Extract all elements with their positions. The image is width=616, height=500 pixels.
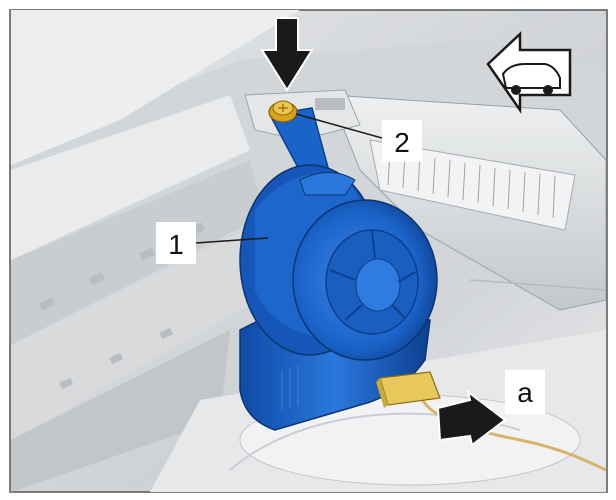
down-arrow-icon (260, 17, 314, 92)
callout-leaders (194, 113, 383, 244)
alarm-horn-component (239, 164, 438, 431)
callout-1: 1 (156, 222, 196, 264)
screw (268, 100, 298, 123)
pointer-arrow-icon (436, 389, 507, 447)
callout-a-label: a (517, 377, 533, 408)
electrical-connector (376, 371, 441, 408)
callout-a: a (505, 370, 545, 414)
vehicle-forward-direction-icon (486, 31, 572, 114)
callout-2-label: 2 (394, 127, 410, 158)
wire (418, 394, 607, 472)
callout-1-label: 1 (168, 229, 184, 260)
callout-2: 2 (382, 120, 422, 162)
